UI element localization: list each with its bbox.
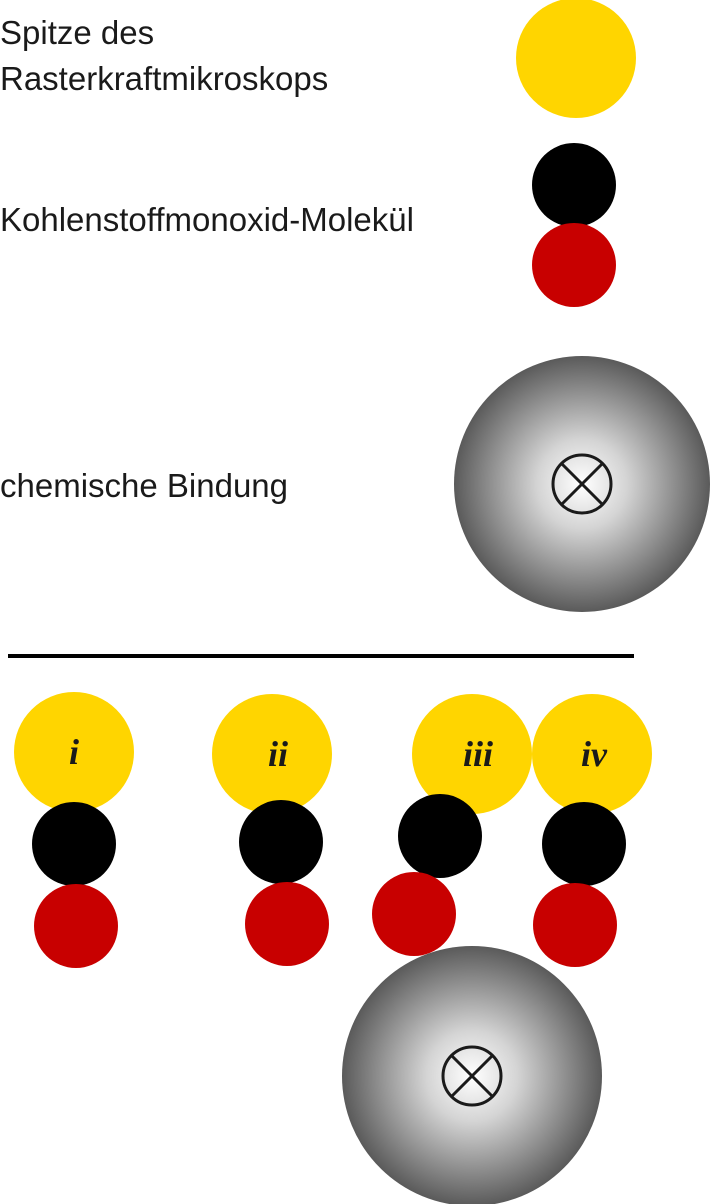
oxygen-atom (372, 872, 456, 956)
carbon-atom (398, 794, 482, 878)
carbon-atom (239, 800, 323, 884)
oxygen-atom (245, 882, 329, 966)
position-iv: iv (532, 694, 652, 967)
tip-circle (412, 694, 532, 814)
tip-circle (14, 692, 134, 812)
bond-sphere-bottom (342, 946, 602, 1204)
bond-cross-icon (551, 453, 613, 515)
tip-circle (212, 694, 332, 814)
carbon-legend-circle (532, 143, 616, 227)
position-i: i (14, 692, 134, 968)
legend: Spitze des Rasterkraftmikroskops Kohlens… (0, 0, 710, 612)
position-iii: iii (372, 694, 532, 956)
carbon-atom (542, 802, 626, 886)
tip-label-line1: Spitze des (0, 14, 154, 51)
position-label: ii (268, 734, 288, 774)
oxygen-legend-circle (532, 223, 616, 307)
tip-label-line2: Rasterkraftmikroskops (0, 60, 328, 97)
co-molecule-label: Kohlenstoffmonoxid-Molekül (0, 201, 414, 238)
position-ii: ii (212, 694, 332, 966)
tip-circle (532, 694, 652, 814)
position-label: i (69, 732, 79, 772)
position-label: iv (581, 734, 608, 774)
bond-label: chemische Bindung (0, 467, 288, 504)
oxygen-atom (533, 883, 617, 967)
bond-cross-icon (441, 1045, 503, 1107)
bond-legend (454, 356, 710, 612)
carbon-atom (32, 802, 116, 886)
position-label: iii (463, 734, 493, 774)
oxygen-atom (34, 884, 118, 968)
tip-legend-circle (516, 0, 636, 118)
